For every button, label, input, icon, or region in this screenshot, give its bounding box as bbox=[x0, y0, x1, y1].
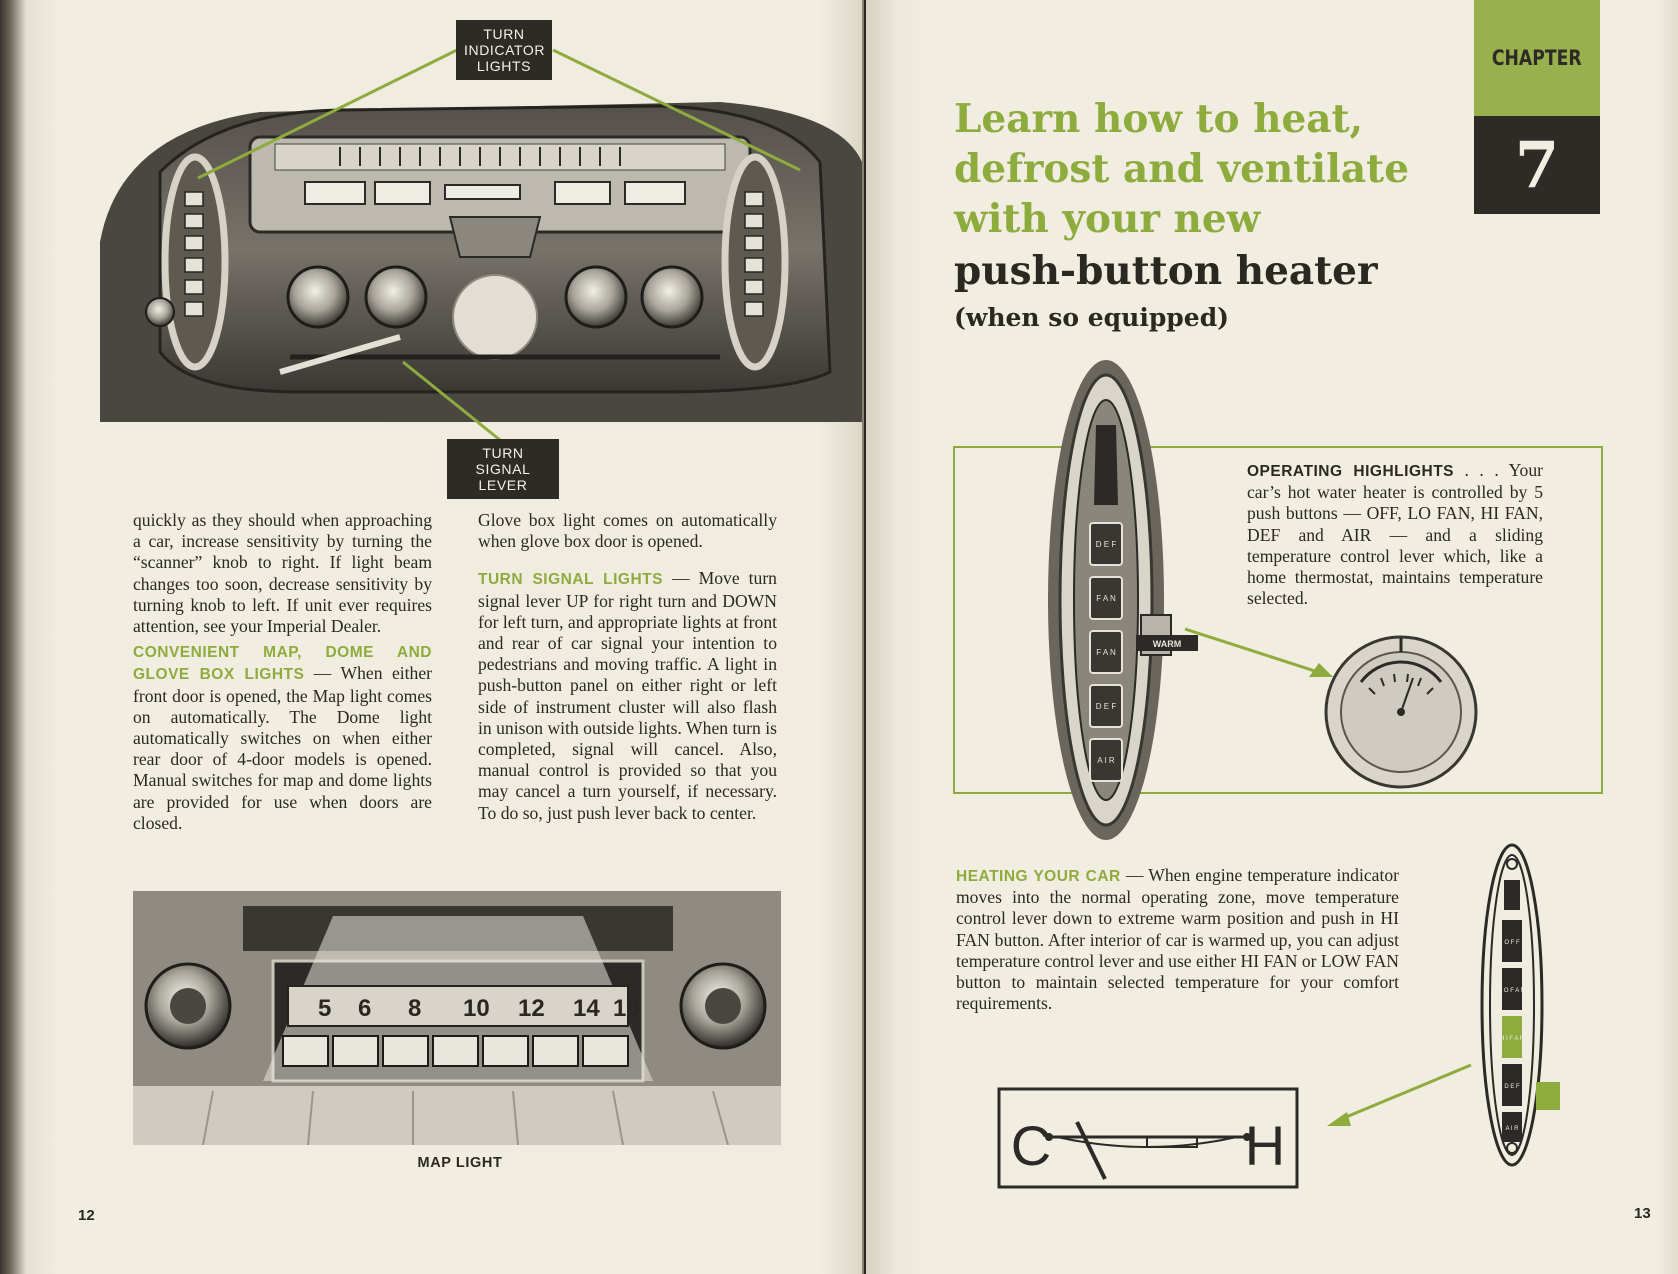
callout-line: LIGHTS bbox=[476, 58, 532, 74]
callout-line: TURN SIGNAL bbox=[475, 445, 531, 477]
panel-button-label: D E F bbox=[1096, 702, 1117, 711]
left-page: TURN INDICATOR LIGHTS TURN SIGNAL LEVER … bbox=[0, 0, 864, 1274]
callout-line: TURN bbox=[483, 26, 525, 42]
callout-leader-lines bbox=[197, 48, 801, 442]
title-line: with your new bbox=[954, 196, 1261, 242]
lights-text: — When either front door is opened, the … bbox=[133, 663, 432, 833]
heating-heading: HEATING YOUR CAR bbox=[956, 868, 1121, 885]
warm-label: WARM bbox=[1153, 639, 1182, 649]
operating-highlights-body: . . . Your car’s hot water heater is con… bbox=[1247, 460, 1543, 609]
radio-dial-number: 12 bbox=[518, 995, 545, 1022]
side-panel-button-label: O F F bbox=[1504, 940, 1520, 946]
temperature-lever-gauge: C H bbox=[997, 1087, 1299, 1189]
title-line: push-button heater bbox=[954, 248, 1378, 294]
gauge-arrow bbox=[1327, 1063, 1472, 1126]
left-column-1: quickly as they should when approaching … bbox=[133, 510, 432, 834]
callout-line: LEVER bbox=[478, 477, 528, 493]
turn-signal-text: — Move turn signal lever UP for right tu… bbox=[478, 568, 777, 823]
radio-dial-number: 5 bbox=[318, 995, 331, 1022]
operating-highlights-box bbox=[953, 446, 1603, 794]
title-line: Learn how to heat, bbox=[954, 96, 1364, 142]
title-subtitle: (when so equipped) bbox=[954, 303, 1229, 332]
side-panel-button-label: D E F bbox=[1504, 1084, 1520, 1090]
operating-highlights-heading: OPERATING HIGHLIGHTS bbox=[1247, 463, 1454, 480]
turn-indicator-lights-callout: TURN INDICATOR LIGHTS bbox=[456, 20, 552, 80]
gauge-hot-label: H bbox=[1245, 1114, 1285, 1177]
heating-paragraph: HEATING YOUR CAR — When engine temperatu… bbox=[956, 865, 1399, 1014]
radio-dial-number: 8 bbox=[408, 995, 421, 1022]
radio-dial-number: 10 bbox=[463, 995, 490, 1022]
title-line: defrost and ventilate bbox=[954, 146, 1410, 192]
turn-signal-lever-callout: TURN SIGNAL LEVER bbox=[447, 439, 559, 499]
operating-highlights-text: OPERATING HIGHLIGHTS . . . Your car’s ho… bbox=[1247, 460, 1543, 609]
radio-map-light-photo: 5 6 8 10 12 14 16 bbox=[133, 891, 781, 1145]
chapter-label: CHAPTER bbox=[1492, 46, 1582, 70]
lights-paragraph: CONVENIENT MAP, DOME AND GLOVE BOX LIGHT… bbox=[133, 641, 432, 834]
scanner-paragraph: quickly as they should when approaching … bbox=[133, 510, 432, 637]
turn-signal-paragraph: TURN SIGNAL LIGHTS — Move turn signal le… bbox=[478, 568, 777, 823]
gauge-cold-label: C bbox=[1011, 1114, 1051, 1177]
glove-box-paragraph: Glove box light comes on automatically w… bbox=[478, 510, 777, 552]
dashboard-illustration bbox=[100, 102, 862, 422]
chapter-tab: CHAPTER 7 bbox=[1474, 0, 1600, 214]
radio-dial-number: 16 bbox=[613, 995, 640, 1022]
chapter-number-box: 7 bbox=[1474, 116, 1600, 214]
side-panel-button-label: H I F A N bbox=[1500, 1036, 1524, 1042]
lights-heading: CONVENIENT MAP, DOME AND GLOVE BOX LIGHT… bbox=[133, 644, 432, 684]
turn-signal-heading: TURN SIGNAL LIGHTS bbox=[478, 571, 663, 589]
callout-line: INDICATOR bbox=[464, 42, 546, 58]
left-column-2: Glove box light comes on automatically w… bbox=[478, 510, 777, 824]
map-light-caption: MAP LIGHT bbox=[417, 1155, 503, 1171]
heating-body: — When engine temperature indicator move… bbox=[956, 865, 1400, 1014]
operating-highlights-paragraph: OPERATING HIGHLIGHTS . . . Your car’s ho… bbox=[1247, 460, 1543, 609]
panel-button-label: A I R bbox=[1097, 756, 1115, 765]
panel-button-label: D E F bbox=[1096, 540, 1117, 549]
panel-button-label: F A N bbox=[1096, 594, 1116, 603]
heating-your-car-text: HEATING YOUR CAR — When engine temperatu… bbox=[956, 865, 1399, 1014]
side-panel-button-label: A I R bbox=[1505, 1126, 1519, 1132]
radio-dial-number: 14 bbox=[573, 995, 600, 1022]
side-panel-button-label: L O F A N bbox=[1499, 988, 1525, 994]
thermostat-dial-icon bbox=[1324, 635, 1478, 789]
heater-panel-illustration: D E F F A N F A N D E F A I R WARM bbox=[1048, 360, 1198, 840]
page-number-right: 13 bbox=[1634, 1205, 1651, 1222]
radio-dial-number: 6 bbox=[358, 995, 371, 1022]
chapter-label-box: CHAPTER bbox=[1474, 0, 1600, 116]
chapter-number: 7 bbox=[1514, 127, 1560, 203]
panel-button-label: F A N bbox=[1096, 648, 1116, 657]
thermostat-arrow bbox=[1184, 627, 1333, 677]
page-number-left: 12 bbox=[78, 1207, 95, 1224]
right-page: CHAPTER 7 Learn how to heat, defrost and… bbox=[866, 0, 1678, 1274]
heater-button-panel-small: O F F L O F A N H I F A N D E F A I R bbox=[1480, 843, 1560, 1167]
